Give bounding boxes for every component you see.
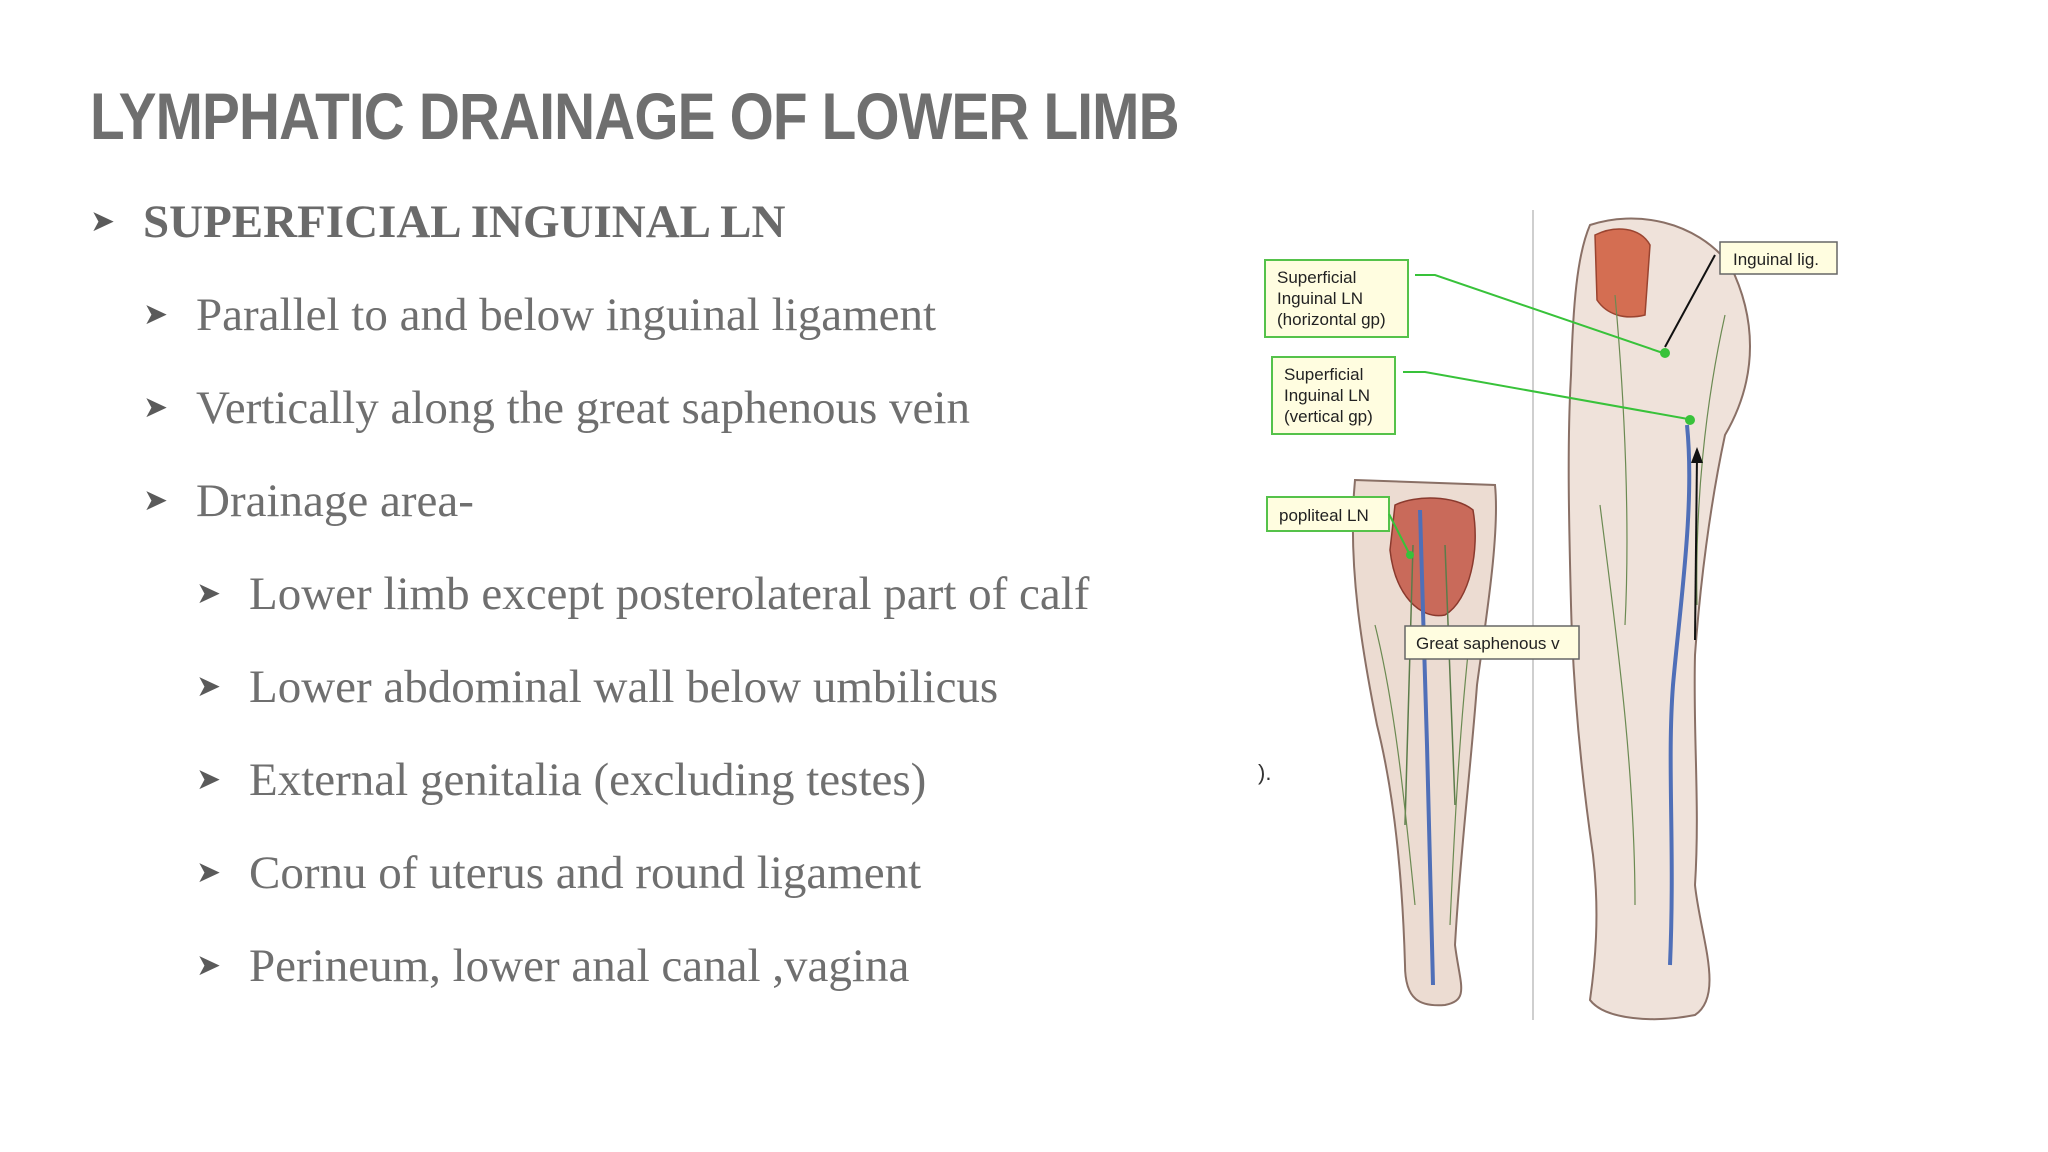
bullet-lower-limb: ➤ Lower limb except posterolateral part …: [196, 567, 1089, 621]
bullet-arrow-icon: ➤: [196, 762, 222, 797]
label-popliteal-ln: popliteal LN: [1266, 496, 1411, 556]
bullet-drainage-area: ➤ Drainage area-: [143, 474, 474, 528]
bullet-arrow-icon: ➤: [196, 948, 222, 983]
svg-text:Superficial: Superficial: [1284, 365, 1363, 384]
svg-text:(vertical gp): (vertical gp): [1284, 407, 1373, 426]
bullet-text: Parallel to and below inguinal ligament: [196, 289, 937, 341]
bullet-superficial-inguinal-ln: ➤ SUPERFICIAL INGUINAL LN: [90, 195, 785, 249]
bullet-arrow-icon: ➤: [196, 576, 222, 611]
bullet-text: Lower abdominal wall below umbilicus: [249, 661, 999, 713]
slide-title: LYMPHATIC DRAINAGE OF LOWER LIMB: [90, 79, 1180, 153]
bullet-text: Drainage area-: [196, 475, 474, 527]
svg-text:Great saphenous v: Great saphenous v: [1416, 634, 1560, 653]
svg-text:Inguinal lig.: Inguinal lig.: [1733, 250, 1819, 269]
svg-text:(horizontal gp): (horizontal gp): [1277, 310, 1386, 329]
svg-text:Superficial: Superficial: [1277, 268, 1356, 287]
svg-text:Inguinal LN: Inguinal LN: [1284, 386, 1370, 405]
stray-text: ).: [1258, 760, 1272, 785]
label-superficial-inguinal-horizontal: Superficial Inguinal LN (horizontal gp): [1264, 259, 1664, 354]
bullet-arrow-icon: ➤: [143, 390, 169, 425]
bullet-arrow-icon: ➤: [90, 204, 116, 239]
svg-text:Inguinal LN: Inguinal LN: [1277, 289, 1363, 308]
label-superficial-inguinal-vertical: Superficial Inguinal LN (vertical gp): [1271, 356, 1689, 435]
bullet-vertical-saphenous: ➤ Vertically along the great saphenous v…: [143, 381, 970, 435]
bullet-text: External genitalia (excluding testes): [249, 754, 927, 806]
bullet-arrow-icon: ➤: [196, 669, 222, 704]
bullet-arrow-icon: ➤: [143, 483, 169, 518]
bullet-arrow-icon: ➤: [143, 297, 169, 332]
bullet-perineum: ➤ Perineum, lower anal canal ,vagina: [196, 939, 909, 993]
lower-limb-lymphatics-figure: Inguinal lig. Superficial Inguinal LN (h…: [1255, 205, 1875, 1025]
bullet-text: Perineum, lower anal canal ,vagina: [249, 940, 910, 992]
posterior-leg-illustration: [1351, 478, 1497, 1007]
svg-text:popliteal LN: popliteal LN: [1279, 506, 1369, 525]
bullet-cornu-uterus: ➤ Cornu of uterus and round ligament: [196, 846, 921, 900]
bullet-text: Vertically along the great saphenous vei…: [196, 382, 970, 434]
label-great-saphenous: Great saphenous v: [1404, 447, 1703, 660]
bullet-arrow-icon: ➤: [196, 855, 222, 890]
bullet-parallel-inguinal: ➤ Parallel to and below inguinal ligamen…: [143, 288, 936, 342]
bullet-external-genitalia: ➤ External genitalia (excluding testes): [196, 753, 926, 807]
bullet-text: SUPERFICIAL INGUINAL LN: [143, 196, 786, 248]
bullet-text: Lower limb except posterolateral part of…: [249, 568, 1090, 620]
bullet-abdominal-wall: ➤ Lower abdominal wall below umbilicus: [196, 660, 998, 714]
anterior-leg-illustration: [1567, 217, 1751, 1021]
bullet-text: Cornu of uterus and round ligament: [249, 847, 922, 899]
label-inguinal-lig: Inguinal lig.: [1664, 241, 1838, 348]
